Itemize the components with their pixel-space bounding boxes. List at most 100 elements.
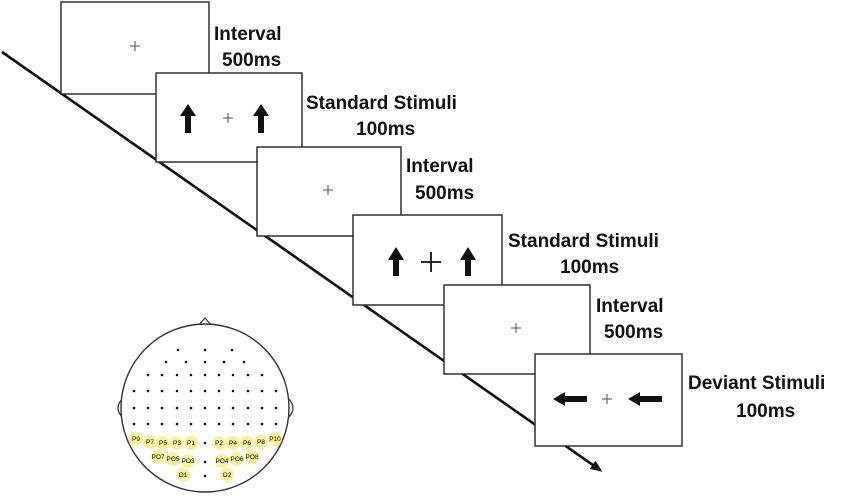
electrode-dot [231,406,235,410]
electrode-dot [189,373,193,377]
electrode-dot [164,360,168,364]
up-arrow-icon [180,104,196,133]
electrode-highlight [181,454,195,468]
electrode-highlight [176,468,190,482]
electrode-dot [175,389,179,393]
left-arrow-icon [553,392,587,406]
electrode-dot [203,474,207,478]
electrode-label: O1 [179,472,188,479]
electrode-dot [203,360,207,364]
electrode-dot [217,422,221,426]
electrode-label: P7 [146,439,154,446]
electrode-dot [246,422,250,426]
electrode-dot [230,348,234,352]
up-arrow-icon [253,104,269,133]
electrode-dot [160,389,164,393]
electrode-dot [184,360,188,364]
electrode-label: PO3 [181,458,194,465]
fixation-cross [511,323,521,333]
electrode-highlight [268,432,282,446]
electrode-label: P1 [187,440,195,447]
electrode-dot [203,406,207,410]
electrode-dot [242,360,246,364]
electrode-dot [146,373,150,377]
electrode-dot [160,406,164,410]
electrode-dot [222,360,226,364]
frame-4-label: Standard Stimuli [508,231,659,252]
electrode-label: PO8 [245,454,258,461]
electrode-dot [175,422,179,426]
up-arrow-icon [388,247,404,276]
frame-6: Deviant Stimuli 100ms [534,353,825,447]
frame-4-duration: 100ms [560,257,619,278]
electrode-dot [160,422,164,426]
electrode-highlight [143,435,157,449]
electrode-dot [189,389,193,393]
electrode-dot [146,422,150,426]
electrode-highlight [184,436,198,450]
electrode-highlight [129,432,143,446]
frame-3-label: Interval [406,156,474,177]
electrode-dot [231,373,235,377]
electrode-dot [274,406,278,410]
electrode-label: P4 [229,440,237,447]
electrode-dot [203,373,207,377]
electrode-dot [217,373,221,377]
frame-5-label: Interval [596,296,664,317]
electrode-dot [203,348,207,352]
electrode-dot [175,406,179,410]
electrode-highlight [170,436,184,450]
electrode-highlight [245,450,259,464]
electrode-dot [132,389,136,393]
electrode-dot [246,389,250,393]
up-arrow-icon [460,247,476,276]
electrode-label: P5 [159,440,167,447]
electrode-dot [132,406,136,410]
electrode-highlight [215,454,229,468]
electrode-dot [274,389,278,393]
electrode-dot [203,441,207,445]
frame-1-label: Interval [214,24,282,45]
electrode-dot [176,348,180,352]
electrode-highlight [166,452,180,466]
frame-2-label: Standard Stimuli [306,93,457,114]
electrode-label: P6 [243,440,251,447]
electrode-dot [203,422,207,426]
electrode-dot [217,389,221,393]
frame-5-duration: 500ms [604,322,663,343]
electrode-dot [132,422,136,426]
electrode-label: P3 [173,440,181,447]
electrode-dot [217,406,221,410]
frame-2-duration: 100ms [356,119,415,140]
electrode-label: PO6 [230,456,243,463]
electrode-highlight [240,436,254,450]
time-arrow [1,50,603,472]
electrode-dot [203,389,207,393]
frame-6-label: Deviant Stimuli [688,373,825,394]
electrode-dot [260,422,264,426]
electrode-label: PO5 [166,456,179,463]
electrode-label: P2 [215,440,223,447]
frame-6-duration: 100ms [736,401,795,422]
electrode-highlight [156,436,170,450]
fixation-cross [421,252,441,272]
electrode-label: O2 [223,472,232,479]
electrode-dot [231,389,235,393]
electrode-highlight [254,435,268,449]
electrode-dot [146,406,150,410]
frame-3-duration: 500ms [415,183,474,204]
electrode-dot [260,406,264,410]
electrode-dot [146,389,150,393]
electrode-label: PO7 [151,454,164,461]
electrode-dot [260,389,264,393]
fixation-cross [223,113,233,123]
electrode-dot [246,406,250,410]
electrode-highlight [220,468,234,482]
fixation-cross [323,185,333,195]
electrode-dot [189,406,193,410]
fixation-cross [130,41,140,51]
electrode-dot [260,373,264,377]
electrode-highlight [212,436,226,450]
